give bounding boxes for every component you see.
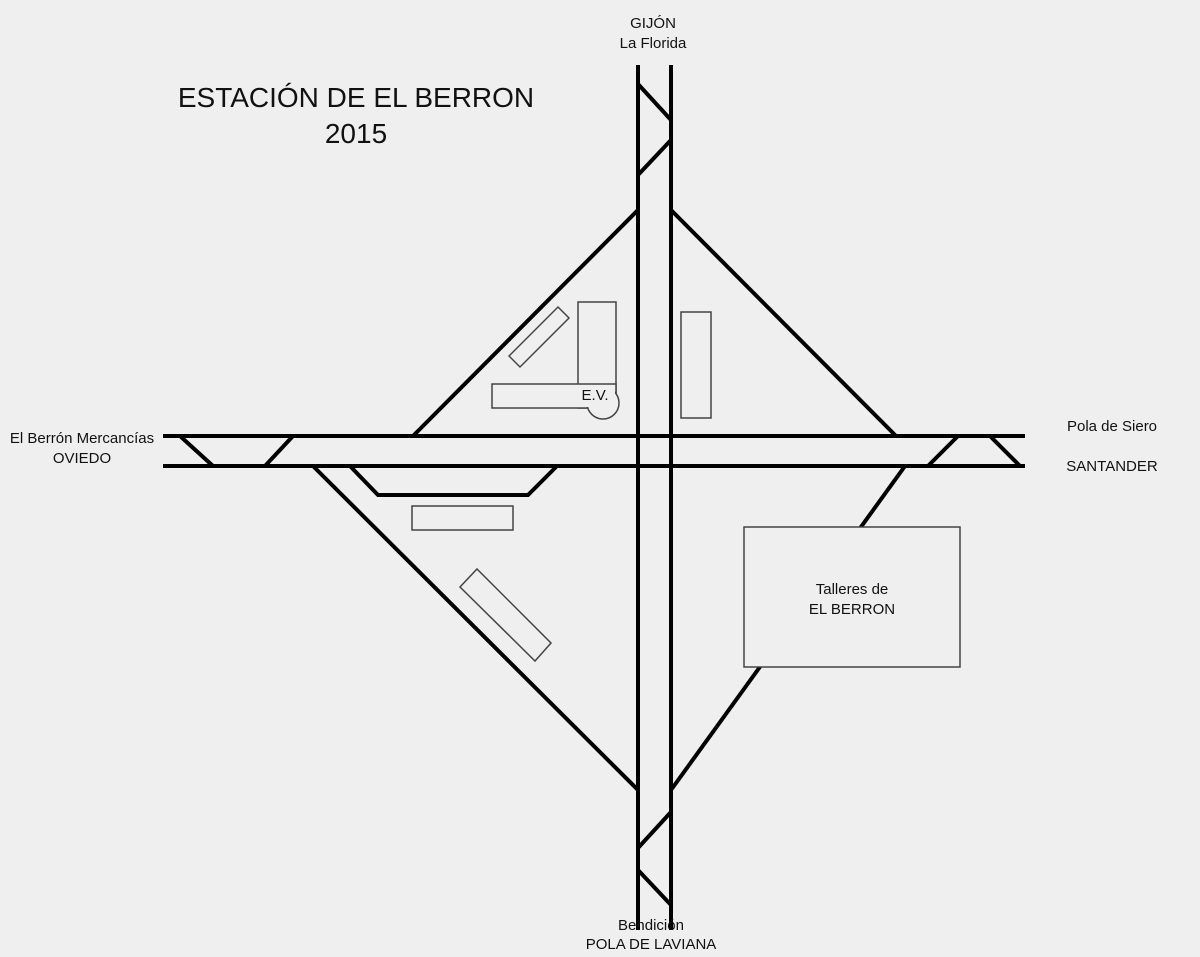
building-diagonal-sw	[458, 567, 553, 663]
curve-north-east	[669, 208, 898, 438]
destination-east-upper: Pola de Siero	[1066, 418, 1158, 435]
workshops-label-line2: EL BERRON	[808, 601, 896, 618]
destination-north-station: La Florida	[619, 35, 687, 52]
crossover-west-1	[178, 434, 215, 468]
crossover-north-1	[636, 82, 673, 122]
diagram-title: ESTACIÓN DE EL BERRON	[177, 82, 535, 113]
destination-north-city: GIJÓN	[630, 15, 676, 32]
station-label: E.V.	[581, 387, 609, 404]
building-south-platform	[411, 505, 514, 531]
crossover-north-2	[636, 138, 673, 177]
destination-south-station: Bendición	[618, 917, 684, 934]
tracks	[163, 65, 1025, 930]
crossover-south-1	[636, 810, 673, 850]
buildings	[411, 301, 961, 668]
curve-south-west	[311, 464, 640, 792]
building-east-platform	[680, 311, 712, 419]
station-building-joint	[579, 385, 615, 407]
curve-north-west	[411, 208, 640, 438]
destination-west-city: OVIEDO	[52, 450, 112, 467]
destination-east-lower: SANTANDER	[1066, 458, 1158, 475]
workshops-label-line1: Talleres de	[815, 581, 889, 598]
workshops-building	[743, 526, 961, 668]
crossover-south-2	[636, 868, 673, 907]
crossover-east-2	[988, 434, 1022, 468]
destination-west-station: El Berrón Mercancías	[9, 430, 155, 447]
siding-south-west	[348, 464, 559, 497]
crossover-west-2	[263, 434, 295, 468]
destination-south-city: POLA DE LAVIANA	[585, 936, 717, 953]
diagram-year: 2015	[324, 118, 388, 149]
crossover-east-1	[926, 434, 960, 468]
building-diagonal-nw	[507, 305, 571, 369]
